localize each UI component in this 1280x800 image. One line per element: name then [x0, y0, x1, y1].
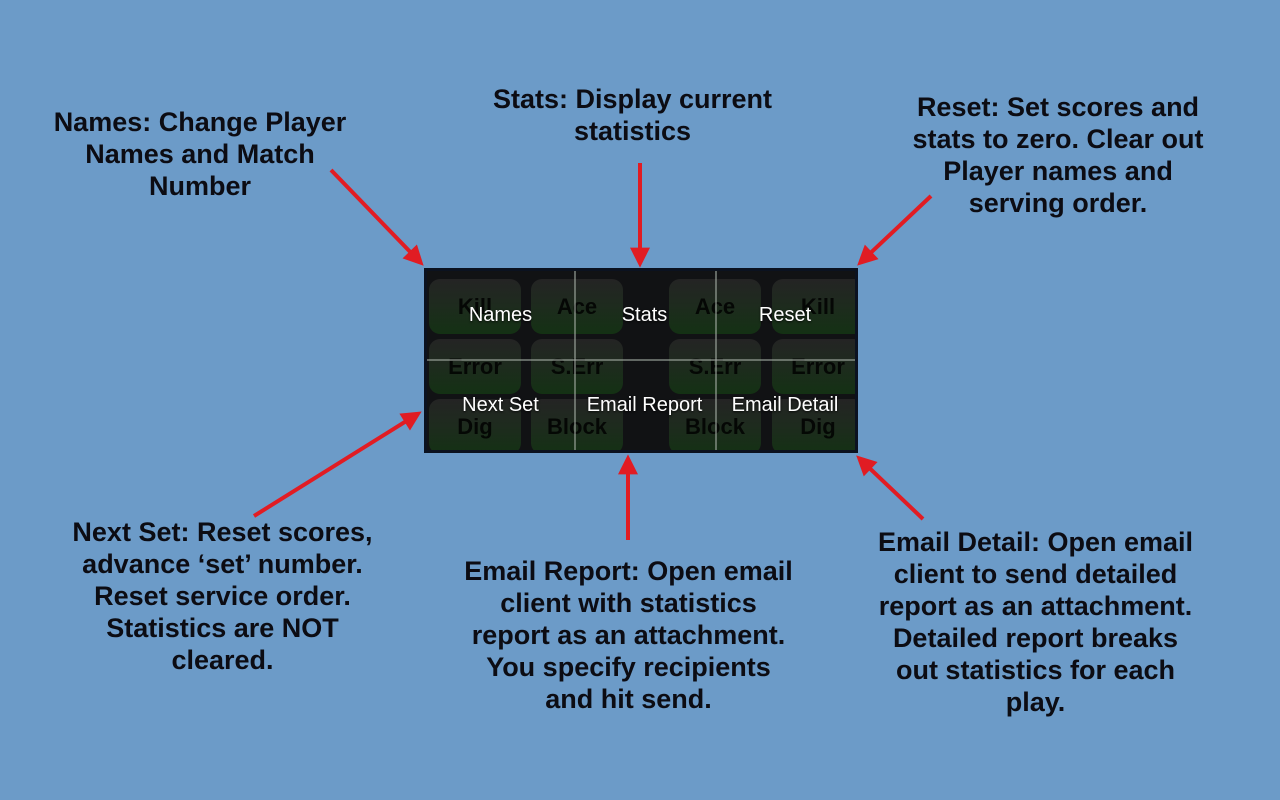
scoreboard-button-dig-left: Dig [429, 399, 521, 450]
annotation-email-report: Email Report: Open email client with sta… [436, 555, 821, 715]
menu-item-stats[interactable]: Stats [621, 304, 668, 327]
annotation-line: stats to zero. Clear out [912, 124, 1204, 154]
scoreboard-button-kill-left: Kill [429, 279, 521, 334]
scoreboard-button-dig-right: Dig [772, 399, 855, 450]
scoreboard-button-block-left: Block [531, 399, 623, 450]
annotation-line: serving order. [968, 188, 1148, 218]
annotation-line: Player names and [943, 156, 1173, 186]
menu-item-next-set[interactable]: Next Set [462, 393, 539, 416]
annotation-line: You specify recipients [486, 652, 771, 682]
annotation-line: Stats: Display current [492, 84, 773, 114]
menu-grid: Names Stats Reset Next Set Email Report … [427, 271, 855, 450]
annotation-line: advance ‘set’ number. [82, 549, 363, 579]
menu-item-email-detail[interactable]: Email Detail [731, 393, 839, 416]
annotation-line: Next Set: Reset scores, [72, 517, 373, 547]
annotation-names: Names: Change Player Names and Match Num… [10, 106, 390, 202]
annotation-line: Detailed report breaks [892, 623, 1179, 653]
annotation-line: cleared. [171, 645, 274, 675]
annotation-line: Names and Match [85, 139, 315, 169]
annotation-line: Email Detail: Open email [877, 527, 1194, 557]
annotation-line: play. [1005, 687, 1066, 717]
annotation-line: Names: Change Player [53, 107, 347, 137]
annotation-next-set: Next Set: Reset scores, advance ‘set’ nu… [30, 516, 415, 676]
arrow-to-next-set-icon [252, 411, 422, 518]
menu-item-email-report[interactable]: Email Report [586, 393, 703, 416]
scoreboard-button-kill-right: Kill [772, 279, 855, 334]
annotation-line: Reset service order. [94, 581, 351, 611]
annotation-line: report as an attachment. [878, 591, 1193, 621]
annotation-reset: Reset: Set scores and stats to zero. Cle… [868, 91, 1248, 219]
annotation-line: statistics [573, 116, 692, 146]
annotation-line: client to send detailed [893, 559, 1178, 589]
annotation-line: Statistics are NOT [106, 613, 339, 643]
scoreboard-button-error-right: Error [772, 339, 855, 394]
menu-item-names[interactable]: Names [468, 304, 533, 327]
scoreboard-button-error-left: Error [429, 339, 521, 394]
arrow-to-email-detail-icon [856, 455, 925, 521]
annotation-line: Reset: Set scores and [916, 92, 1200, 122]
annotation-line: out statistics for each [895, 655, 1176, 685]
menu-item-reset[interactable]: Reset [758, 304, 812, 327]
annotation-line: client with statistics [500, 588, 757, 618]
court-divider-horizontal [427, 359, 855, 361]
annotation-email-detail: Email Detail: Open email client to send … [843, 526, 1228, 718]
annotation-line: Email Report: Open email [464, 556, 793, 586]
annotation-line: and hit send. [545, 684, 712, 714]
scoreboard-button-serr-left: S.Err [531, 339, 623, 394]
annotation-stats: Stats: Display current statistics [450, 83, 815, 147]
menu-overlay-panel: Kill Ace Ace Kill Error S.Err S.Err Erro… [424, 268, 858, 453]
annotation-line: report as an attachment. [471, 620, 786, 650]
annotation-line: Number [148, 171, 251, 201]
scoreboard-button-ace-left: Ace [531, 279, 623, 334]
